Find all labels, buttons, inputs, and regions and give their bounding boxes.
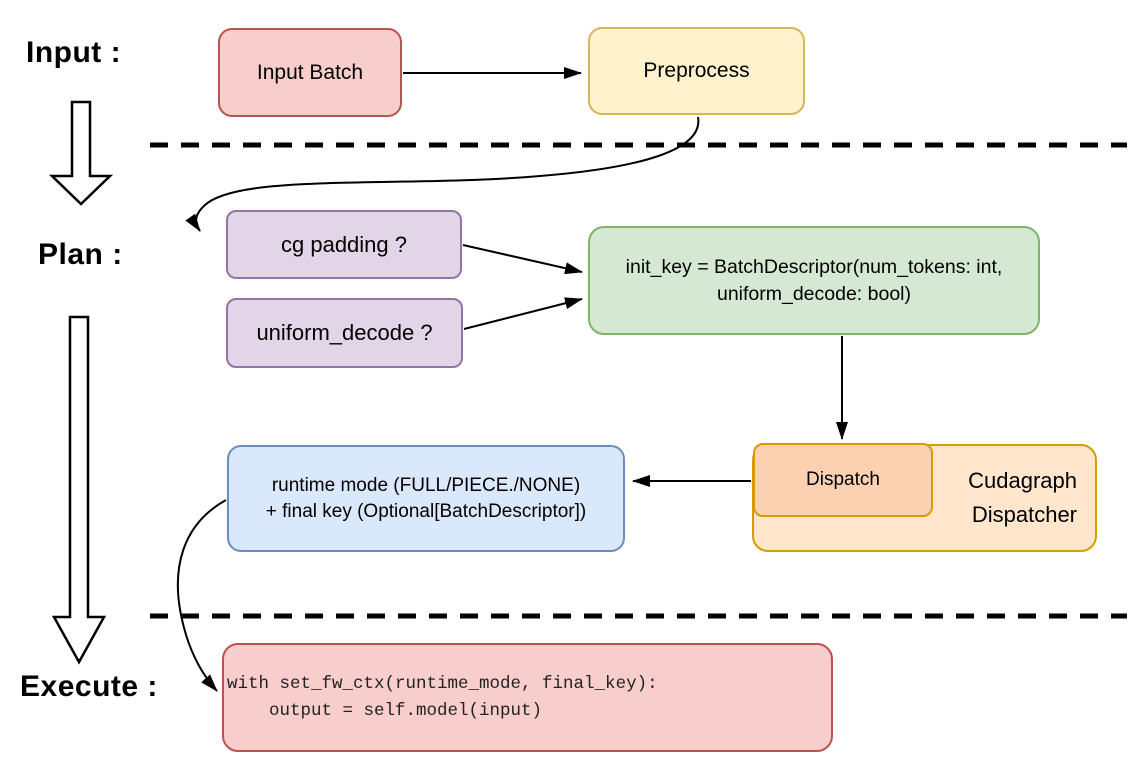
node-init-key-line1: init_key = BatchDescriptor(num_tokens: i… xyxy=(625,255,1003,278)
stage-arrow-input-to-plan xyxy=(48,100,114,206)
stage-label-execute: Execute : xyxy=(20,670,158,703)
node-uniform-decode: uniform_decode ? xyxy=(226,298,463,368)
node-dispatch: Dispatch xyxy=(753,443,933,517)
node-init-key-line2: uniform_decode: bool) xyxy=(716,282,912,305)
node-preprocess-label: Preprocess xyxy=(643,59,750,83)
node-cg-padding: cg padding ? xyxy=(226,210,462,279)
node-dispatch-label: Dispatch xyxy=(806,469,880,491)
stage-arrow-plan-to-execute xyxy=(51,315,107,665)
stage-label-input: Input : xyxy=(26,36,122,69)
node-execute-code: with set_fw_ctx(runtime_mode, final_key)… xyxy=(222,643,833,752)
node-preprocess: Preprocess xyxy=(588,27,805,115)
arrow-cgpadding-to-initkey xyxy=(462,244,583,275)
arrow-preprocess-to-cgpadding xyxy=(185,116,700,232)
node-input-batch-label: Input Batch xyxy=(256,60,364,84)
node-execute-code-line1: with set_fw_ctx(runtime_mode, final_key)… xyxy=(227,673,658,694)
node-init-key: init_key = BatchDescriptor(num_tokens: i… xyxy=(588,226,1040,335)
node-cg-padding-label: cg padding ? xyxy=(281,231,407,257)
node-runtime-line1: runtime mode (FULL/PIECE./NONE) xyxy=(271,474,581,496)
node-cudagraph-line1: Cudagraph xyxy=(968,468,1077,493)
arrow-runtime-to-executecode xyxy=(176,499,227,692)
node-uniform-decode-label: uniform_decode ? xyxy=(256,320,433,346)
stage-label-plan: Plan : xyxy=(38,238,123,271)
node-cudagraph-line2: Dispatcher xyxy=(971,502,1077,527)
node-execute-code-line2: output = self.model(input) xyxy=(227,700,543,721)
node-input-batch: Input Batch xyxy=(218,28,402,117)
node-runtime-line2: + final key (Optional[BatchDescriptor]) xyxy=(265,500,587,522)
node-runtime-mode: runtime mode (FULL/PIECE./NONE) + final … xyxy=(227,445,625,552)
arrow-uniformdecode-to-initkey xyxy=(463,297,583,330)
